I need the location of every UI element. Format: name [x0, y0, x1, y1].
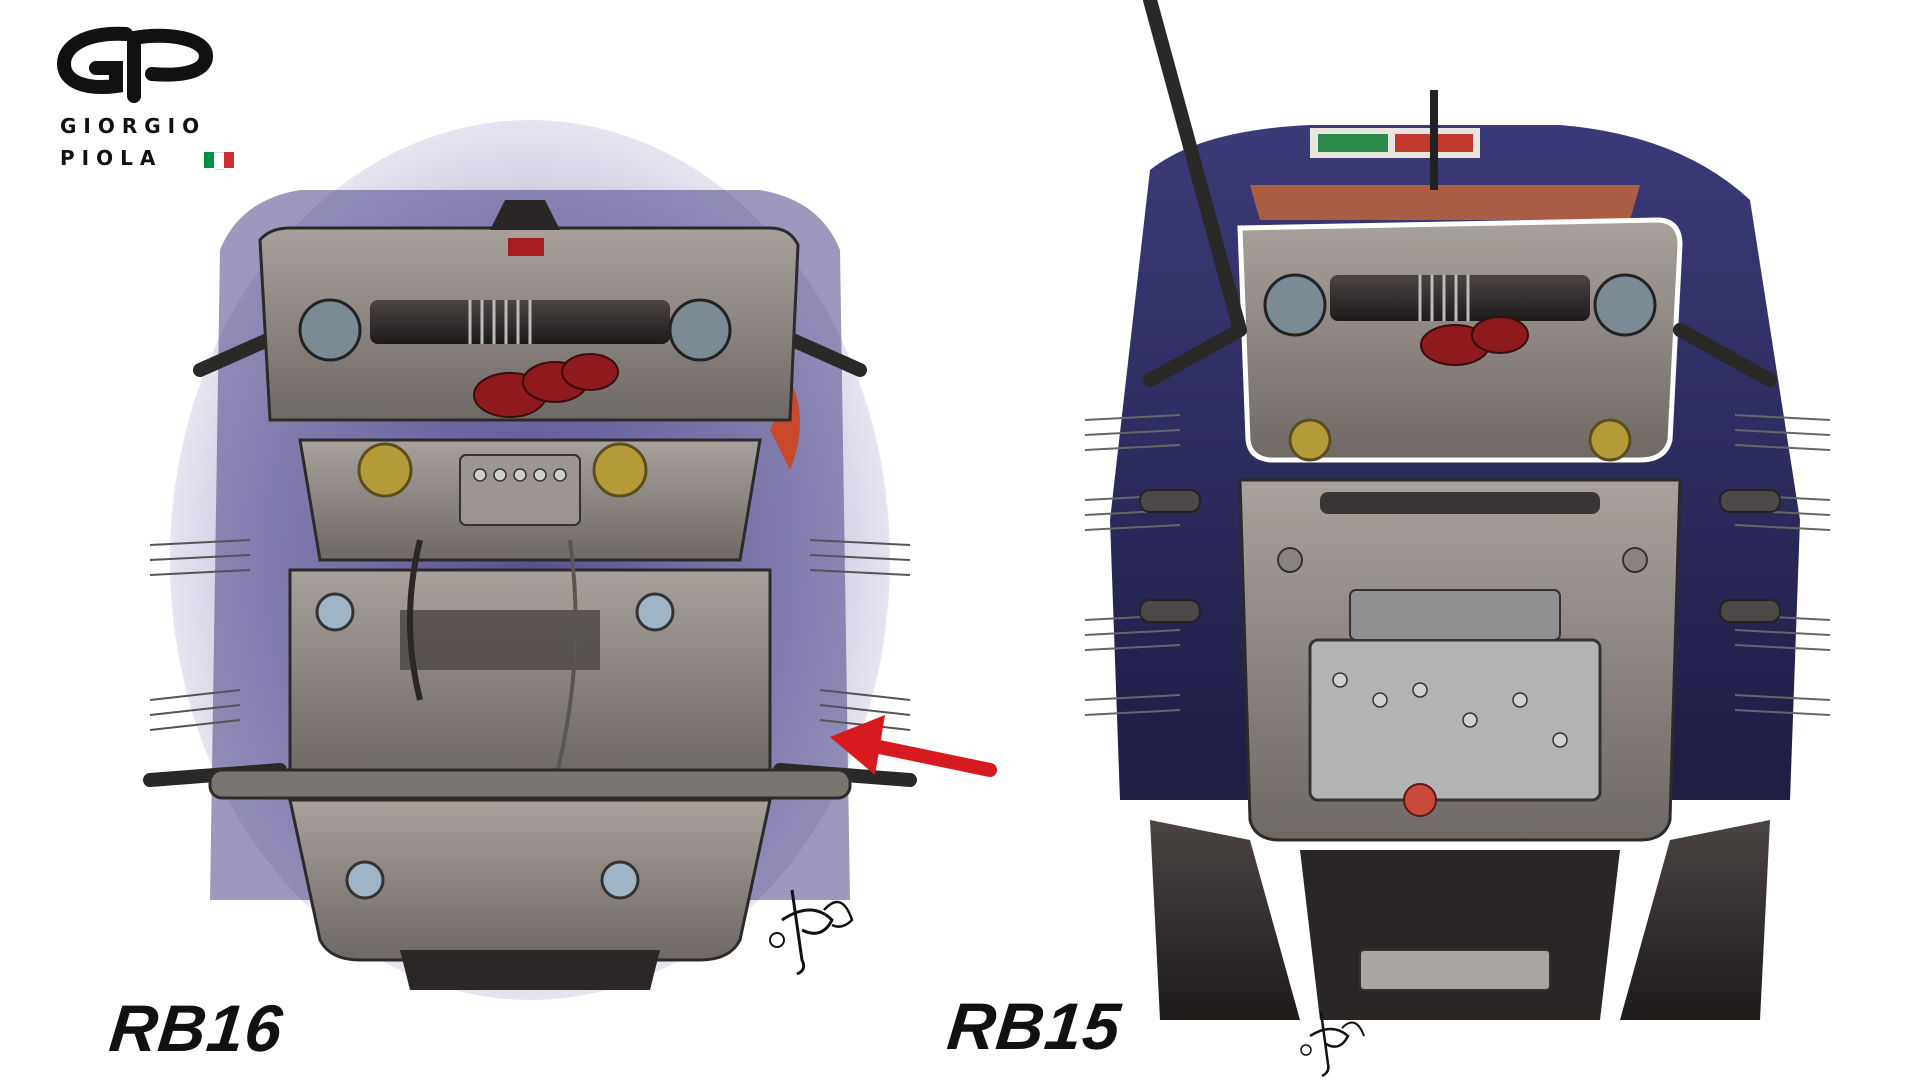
rb15-label: RB15 — [944, 989, 1125, 1063]
rb15-red-fitting — [1403, 783, 1437, 817]
artist-signature-right — [1300, 1011, 1365, 1078]
rb15-sponsor-green — [1318, 134, 1388, 152]
rb16-red-accent — [770, 380, 800, 470]
logo-text-giorgio: GIORGIO — [60, 114, 207, 138]
rb15-skid-plate — [1359, 949, 1551, 991]
rb16-right-port — [635, 592, 675, 632]
rb15-port-right — [1622, 547, 1648, 573]
rb16-damper-spring — [468, 300, 532, 344]
rb15-orange-graphic — [1250, 185, 1640, 220]
rb15-right-gold-fitting — [1588, 418, 1632, 462]
rb16-label: RB16 — [106, 991, 287, 1065]
rb15-red-components — [1420, 316, 1529, 366]
artist-signature-left — [769, 889, 854, 976]
gp-monogram-icon — [56, 26, 214, 103]
rb16-nose-floor — [288, 798, 772, 962]
rb15-unit-cover — [1349, 589, 1561, 641]
rb15-chassis-slot — [1320, 492, 1600, 514]
rb16-axle-bar — [208, 768, 852, 800]
rb15-camera-stalk — [1430, 90, 1438, 190]
rb15-left-turning-vane — [1150, 820, 1300, 1020]
rb16-nose-tip — [400, 950, 660, 990]
rb15-side-tubes — [1139, 489, 1781, 623]
rb16-right-rocker — [668, 298, 732, 362]
rb15-right-rocker — [1593, 273, 1657, 337]
rb15-left-gold-fitting — [1288, 418, 1332, 462]
rb15-vanes — [1084, 414, 1831, 716]
logo-text-piola: PIOLA — [60, 146, 163, 170]
rb15-damper-spring — [1418, 275, 1470, 321]
rb16-chassis-recess — [400, 610, 600, 670]
rb15-damper — [1330, 275, 1590, 321]
rb15-hydraulic-unit — [1308, 638, 1602, 802]
rb16-right-gear — [592, 442, 648, 498]
rb15-nose-underside — [1300, 850, 1620, 1020]
rb16-left-rocker — [298, 298, 362, 362]
rb15-bolts — [1332, 672, 1568, 748]
rb15-car-illustration — [1084, 0, 1831, 1020]
rb16-car-illustration — [143, 120, 917, 1000]
rb16-left-gear — [357, 442, 413, 498]
rb16-red-block — [508, 238, 544, 256]
red-arrow-icon — [830, 715, 997, 777]
rb15-left-rocker — [1263, 273, 1327, 337]
rb16-steering-rack — [459, 454, 581, 526]
giorgio-piola-logo: GIORGIO PIOLA — [56, 24, 236, 170]
rb15-right-turning-vane — [1620, 820, 1770, 1020]
rb16-left-port — [315, 592, 355, 632]
rb15-upper-arms — [1143, 323, 1777, 387]
rb16-hose-left — [407, 539, 423, 701]
italian-flag-icon — [204, 152, 234, 170]
rb16-top-intake — [490, 200, 560, 230]
rb16-damper — [370, 300, 670, 344]
rb16-floor-port-right — [600, 860, 640, 900]
rb15-port-left — [1277, 547, 1303, 573]
rb16-floor-port-left — [345, 860, 385, 900]
rb16-bolts — [473, 468, 567, 482]
rb16-red-components — [473, 353, 619, 418]
rb16-vanes — [149, 539, 911, 731]
